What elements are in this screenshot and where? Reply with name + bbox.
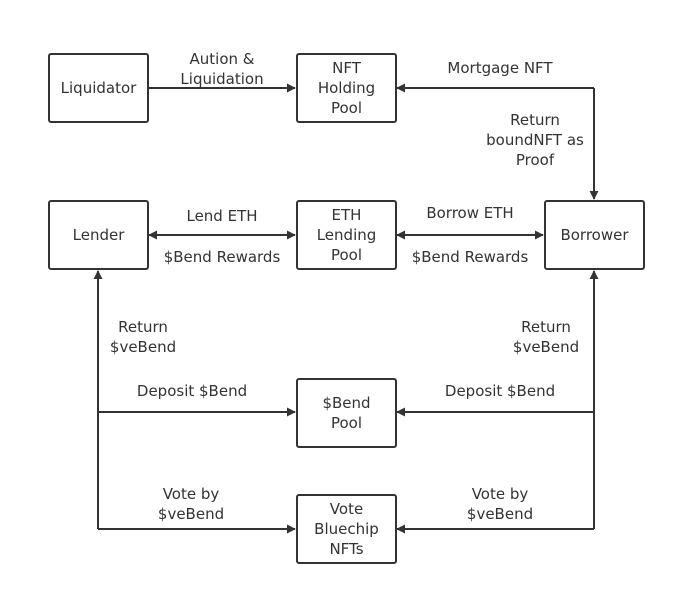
node-lender-label: Lender bbox=[72, 226, 125, 244]
node-vote-bluechip-nfts-label: Vote Bluechip NFTs bbox=[314, 500, 379, 558]
label-deposit-bend-left: Deposit $Bend bbox=[136, 382, 248, 400]
label-return-vebend-right: Return $veBend bbox=[512, 318, 580, 356]
node-lender: Lender bbox=[48, 200, 149, 270]
label-borrow-bend-rewards: $Bend Rewards bbox=[411, 248, 529, 266]
label-borrow-eth: Borrow ETH bbox=[426, 204, 514, 222]
node-nft-holding-pool: NFT Holding Pool bbox=[296, 53, 397, 123]
label-auction-liquidation: Aution & Liquidation bbox=[180, 50, 264, 88]
label-lend-eth: Lend ETH bbox=[186, 207, 258, 225]
node-eth-lending-pool: ETH Lending Pool bbox=[296, 200, 397, 270]
node-bend-pool: $Bend Pool bbox=[296, 378, 397, 448]
label-vote-vebend-right: Vote by $veBend bbox=[466, 485, 534, 523]
node-eth-lending-pool-label: ETH Lending Pool bbox=[316, 206, 377, 264]
node-bend-pool-label: $Bend Pool bbox=[322, 394, 371, 432]
label-return-vebend-left: Return $veBend bbox=[109, 318, 177, 356]
node-borrower: Borrower bbox=[544, 200, 645, 270]
node-vote-bluechip-nfts: Vote Bluechip NFTs bbox=[296, 494, 397, 564]
label-vote-vebend-left: Vote by $veBend bbox=[157, 485, 225, 523]
node-borrower-label: Borrower bbox=[560, 226, 629, 244]
label-mortgage-nft: Mortgage NFT bbox=[447, 59, 553, 77]
label-deposit-bend-right: Deposit $Bend bbox=[444, 382, 556, 400]
label-lend-bend-rewards: $Bend Rewards bbox=[163, 248, 281, 266]
node-liquidator-label: Liquidator bbox=[60, 79, 137, 97]
label-return-boundnft: Return boundNFT as Proof bbox=[486, 111, 584, 169]
node-nft-holding-pool-label: NFT Holding Pool bbox=[317, 59, 376, 117]
node-liquidator: Liquidator bbox=[48, 53, 149, 123]
